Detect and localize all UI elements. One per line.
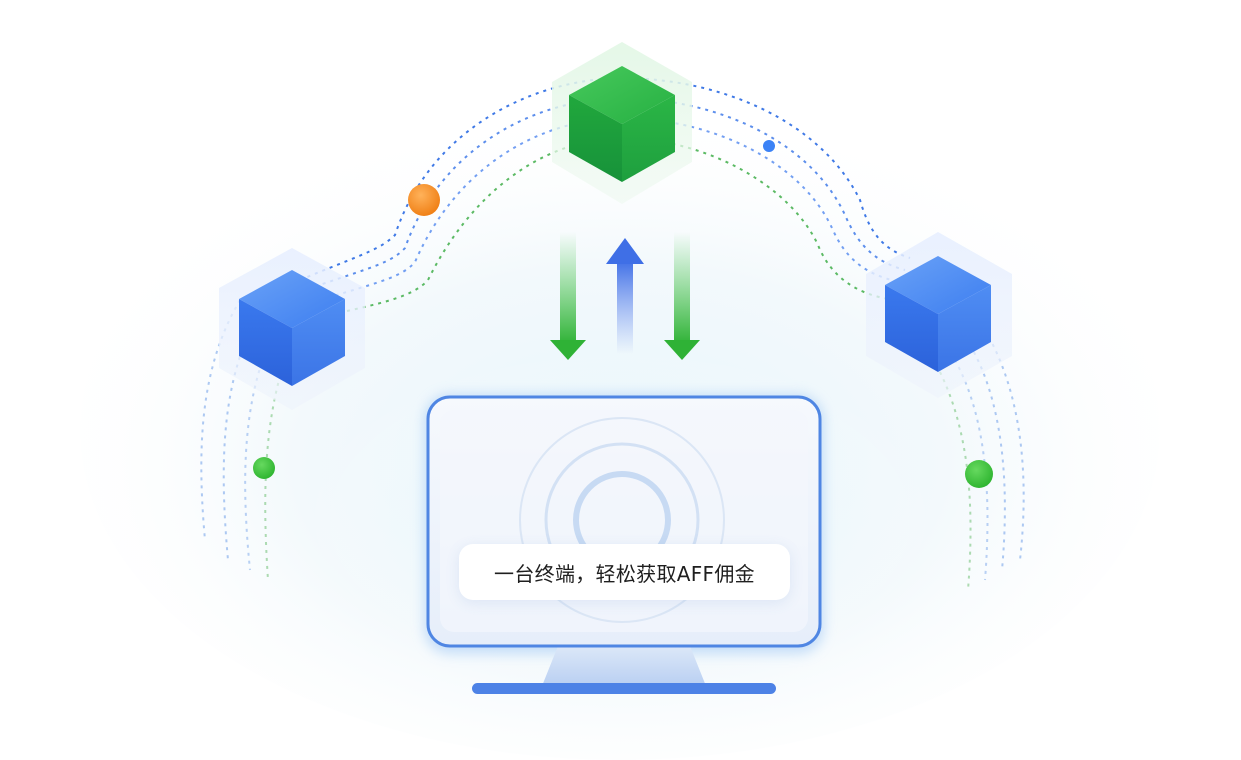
cube-node-right	[866, 232, 1012, 398]
caption-label: 一台终端，轻松获取AFF佣金	[459, 544, 790, 600]
cube-node-top	[552, 42, 692, 204]
arrow-up-icon	[606, 238, 644, 354]
blue-dot	[763, 140, 775, 152]
green-dot-right	[965, 460, 993, 488]
cube-node-left	[219, 248, 365, 410]
arrow-down-icon	[550, 232, 586, 360]
arrow-down-icon	[664, 232, 700, 360]
green-dot-left	[253, 457, 275, 479]
orange-dot	[408, 184, 440, 216]
